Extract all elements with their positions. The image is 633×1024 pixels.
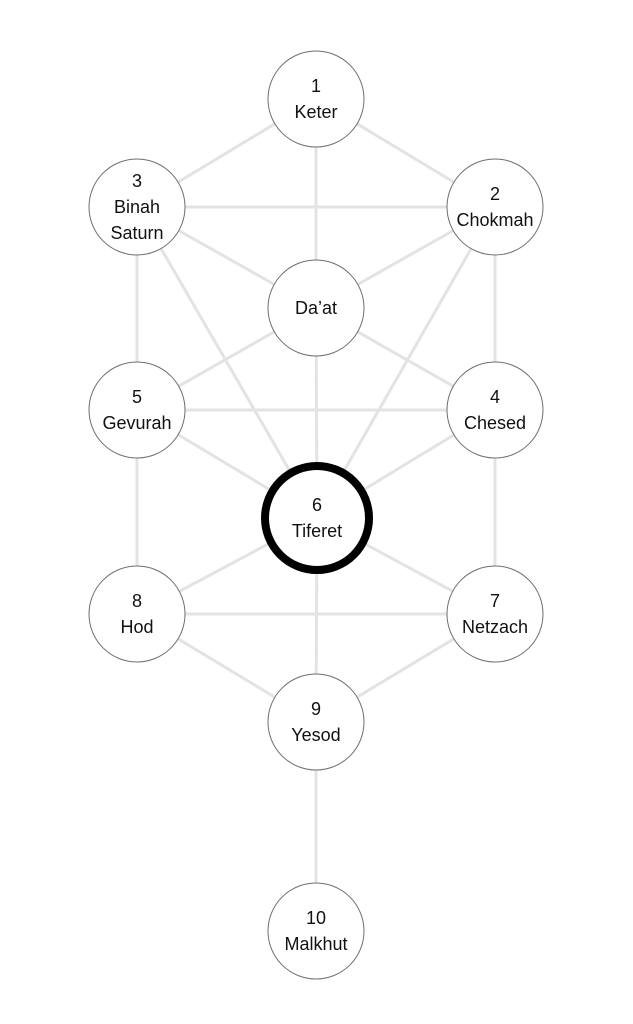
node-number: 2 bbox=[490, 184, 500, 204]
node-circle bbox=[267, 882, 365, 980]
node-circle bbox=[88, 565, 186, 663]
node-number: 5 bbox=[132, 387, 142, 407]
node-circle bbox=[267, 50, 365, 148]
node-circle bbox=[88, 158, 186, 256]
node-label: Gevurah bbox=[102, 413, 171, 433]
node-label: Keter bbox=[294, 102, 337, 122]
node-daat[interactable]: Da’at bbox=[267, 259, 365, 357]
node-label: Hod bbox=[120, 617, 153, 637]
node-circle bbox=[446, 361, 544, 459]
node-label: Da’at bbox=[295, 298, 337, 318]
node-circle bbox=[261, 462, 373, 574]
node-number: 4 bbox=[490, 387, 500, 407]
node-number: 6 bbox=[312, 495, 322, 515]
node-label: Tiferet bbox=[292, 521, 342, 541]
node-number: 8 bbox=[132, 591, 142, 611]
node-label: Chokmah bbox=[456, 210, 533, 230]
node-number: 3 bbox=[132, 171, 142, 191]
node-number: 7 bbox=[490, 591, 500, 611]
edge-binah-tiferet bbox=[135, 206, 319, 519]
node-label: Yesod bbox=[291, 725, 340, 745]
node-number: 9 bbox=[311, 699, 321, 719]
node-circle bbox=[446, 158, 544, 256]
node-label: Netzach bbox=[462, 617, 528, 637]
node-label: Binah bbox=[114, 197, 160, 217]
node-label: Saturn bbox=[110, 223, 163, 243]
node-circle bbox=[446, 565, 544, 663]
node-number: 10 bbox=[306, 908, 326, 928]
node-circle bbox=[267, 259, 365, 357]
node-circle bbox=[88, 361, 186, 459]
node-label: Malkhut bbox=[284, 934, 347, 954]
edge-chokmah-tiferet bbox=[315, 206, 497, 519]
node-label: Chesed bbox=[464, 413, 526, 433]
node-circle bbox=[267, 673, 365, 771]
node-number: 1 bbox=[311, 76, 321, 96]
